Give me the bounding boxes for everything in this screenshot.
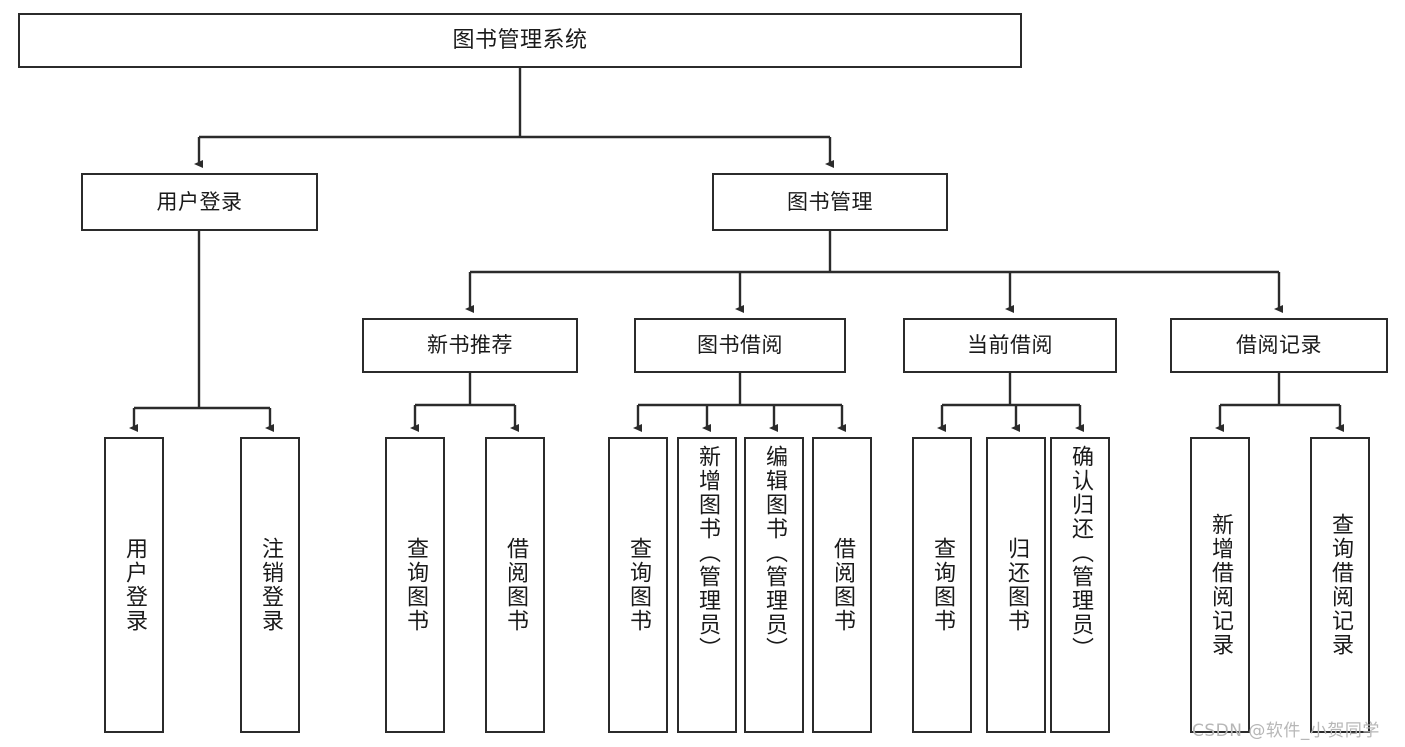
node-user-login[interactable]: 用户登录 — [81, 173, 318, 231]
node-label: 注销登录 — [257, 537, 283, 633]
node-leaf-query-borrow-record[interactable]: 查询借阅记录 — [1310, 437, 1370, 733]
node-label: 当前借阅 — [967, 333, 1053, 358]
node-leaf-confirm-return-admin[interactable]: 确认归还（管理员） — [1050, 437, 1110, 733]
node-label: 图书管理系统 — [452, 27, 588, 53]
node-label: 查询图书 — [929, 537, 955, 633]
node-label: 确认归还（管理员） — [1067, 445, 1093, 661]
node-label: 借阅图书 — [502, 537, 528, 633]
node-leaf-borrow-book-recommend[interactable]: 借阅图书 — [485, 437, 545, 733]
node-leaf-return-book[interactable]: 归还图书 — [986, 437, 1046, 733]
node-label: 用户登录 — [121, 537, 147, 633]
node-label: 查询图书 — [402, 537, 428, 633]
node-borrow-record[interactable]: 借阅记录 — [1170, 318, 1388, 373]
node-root-book-management-system[interactable]: 图书管理系统 — [18, 13, 1022, 68]
node-leaf-add-book-admin[interactable]: 新增图书（管理员） — [677, 437, 737, 733]
node-leaf-query-book-current[interactable]: 查询图书 — [912, 437, 972, 733]
node-leaf-user-login[interactable]: 用户登录 — [104, 437, 164, 733]
node-label: 借阅记录 — [1236, 333, 1322, 358]
node-label: 归还图书 — [1003, 537, 1029, 633]
node-current-borrow[interactable]: 当前借阅 — [903, 318, 1117, 373]
node-book-management[interactable]: 图书管理 — [712, 173, 948, 231]
node-label: 用户登录 — [156, 189, 243, 214]
node-new-book-recommend[interactable]: 新书推荐 — [362, 318, 578, 373]
node-leaf-add-borrow-record[interactable]: 新增借阅记录 — [1190, 437, 1250, 733]
node-label: 编辑图书（管理员） — [761, 445, 787, 661]
node-label: 新增借阅记录 — [1207, 513, 1233, 657]
node-leaf-borrow-book[interactable]: 借阅图书 — [812, 437, 872, 733]
node-leaf-query-book-borrow[interactable]: 查询图书 — [608, 437, 668, 733]
node-label: 查询借阅记录 — [1327, 513, 1353, 657]
csdn-watermark: CSDN @软件_小贺同学 — [1192, 721, 1380, 741]
node-leaf-edit-book-admin[interactable]: 编辑图书（管理员） — [744, 437, 804, 733]
node-leaf-logout-login[interactable]: 注销登录 — [240, 437, 300, 733]
node-book-borrow[interactable]: 图书借阅 — [634, 318, 846, 373]
node-label: 图书借阅 — [697, 333, 783, 358]
node-leaf-query-book-recommend[interactable]: 查询图书 — [385, 437, 445, 733]
node-label: 查询图书 — [625, 537, 651, 633]
node-label: 借阅图书 — [829, 537, 855, 633]
node-label: 图书管理 — [787, 189, 873, 214]
node-label: 新增图书（管理员） — [694, 445, 720, 661]
node-label: 新书推荐 — [427, 333, 513, 358]
